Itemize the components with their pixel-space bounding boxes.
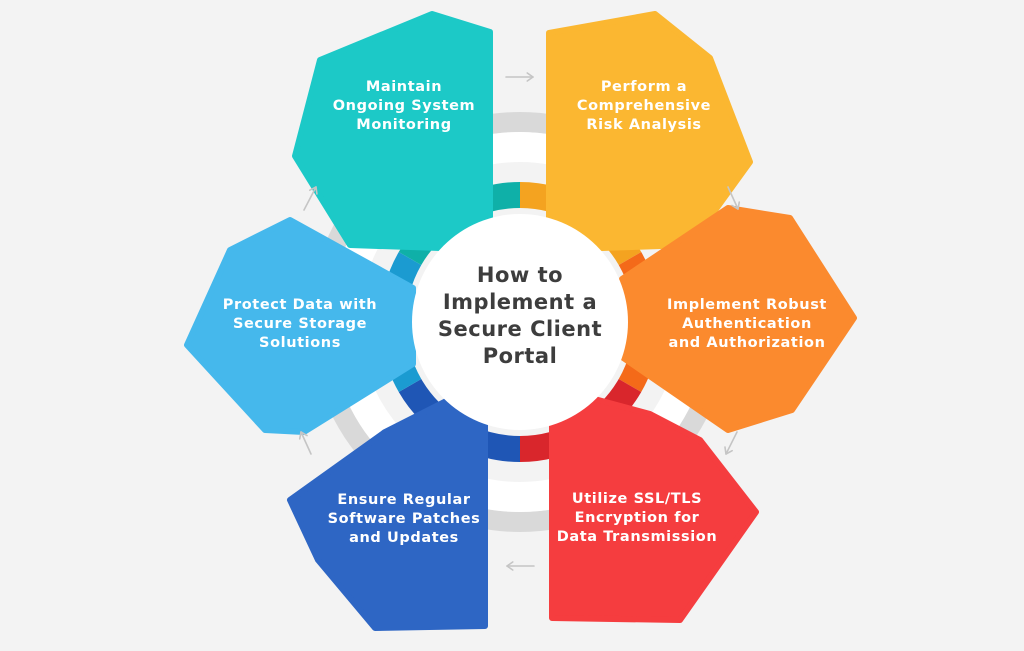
center-title-line: How to <box>477 263 563 287</box>
arrow-down-right-2 <box>724 431 738 455</box>
step-label-line: Ongoing System <box>333 98 476 114</box>
step-label-line: Risk Analysis <box>586 117 701 133</box>
step-label-line: Perform a <box>601 79 687 95</box>
cycle-arrows <box>298 72 741 571</box>
arrow-right-top <box>505 72 534 82</box>
step-label-line: Monitoring <box>356 117 451 133</box>
step-label-line: Comprehensive <box>577 98 711 114</box>
step-shape-5 <box>184 217 416 435</box>
step-label-line: Ensure Regular <box>337 492 470 508</box>
step-label-line: and Authorization <box>668 335 825 351</box>
step-label-line: and Updates <box>349 530 459 546</box>
step-label-line: Authentication <box>682 316 812 332</box>
step-label-line: Protect Data with <box>223 297 378 313</box>
step-label-line: Software Patches <box>328 511 481 527</box>
center-title-line: Implement a <box>443 290 597 314</box>
arrow-down-right-1 <box>727 186 741 210</box>
center-title-line: Secure Client <box>438 317 602 341</box>
arrow-left-bottom <box>506 561 535 571</box>
step-label-line: Data Transmission <box>557 529 718 545</box>
center-title-line: Portal <box>483 344 558 368</box>
center-circle <box>412 214 628 430</box>
step-label-line: Encryption for <box>575 510 700 526</box>
step-label-line: Maintain <box>366 79 442 95</box>
arrow-up-left-2 <box>303 186 318 211</box>
step-label-line: Implement Robust <box>667 297 827 313</box>
step-label-line: Solutions <box>259 335 341 351</box>
arrow-up-left-1 <box>298 431 312 455</box>
step-label-line: Utilize SSL/TLS <box>572 491 702 507</box>
step-label-line: Secure Storage <box>233 316 367 332</box>
